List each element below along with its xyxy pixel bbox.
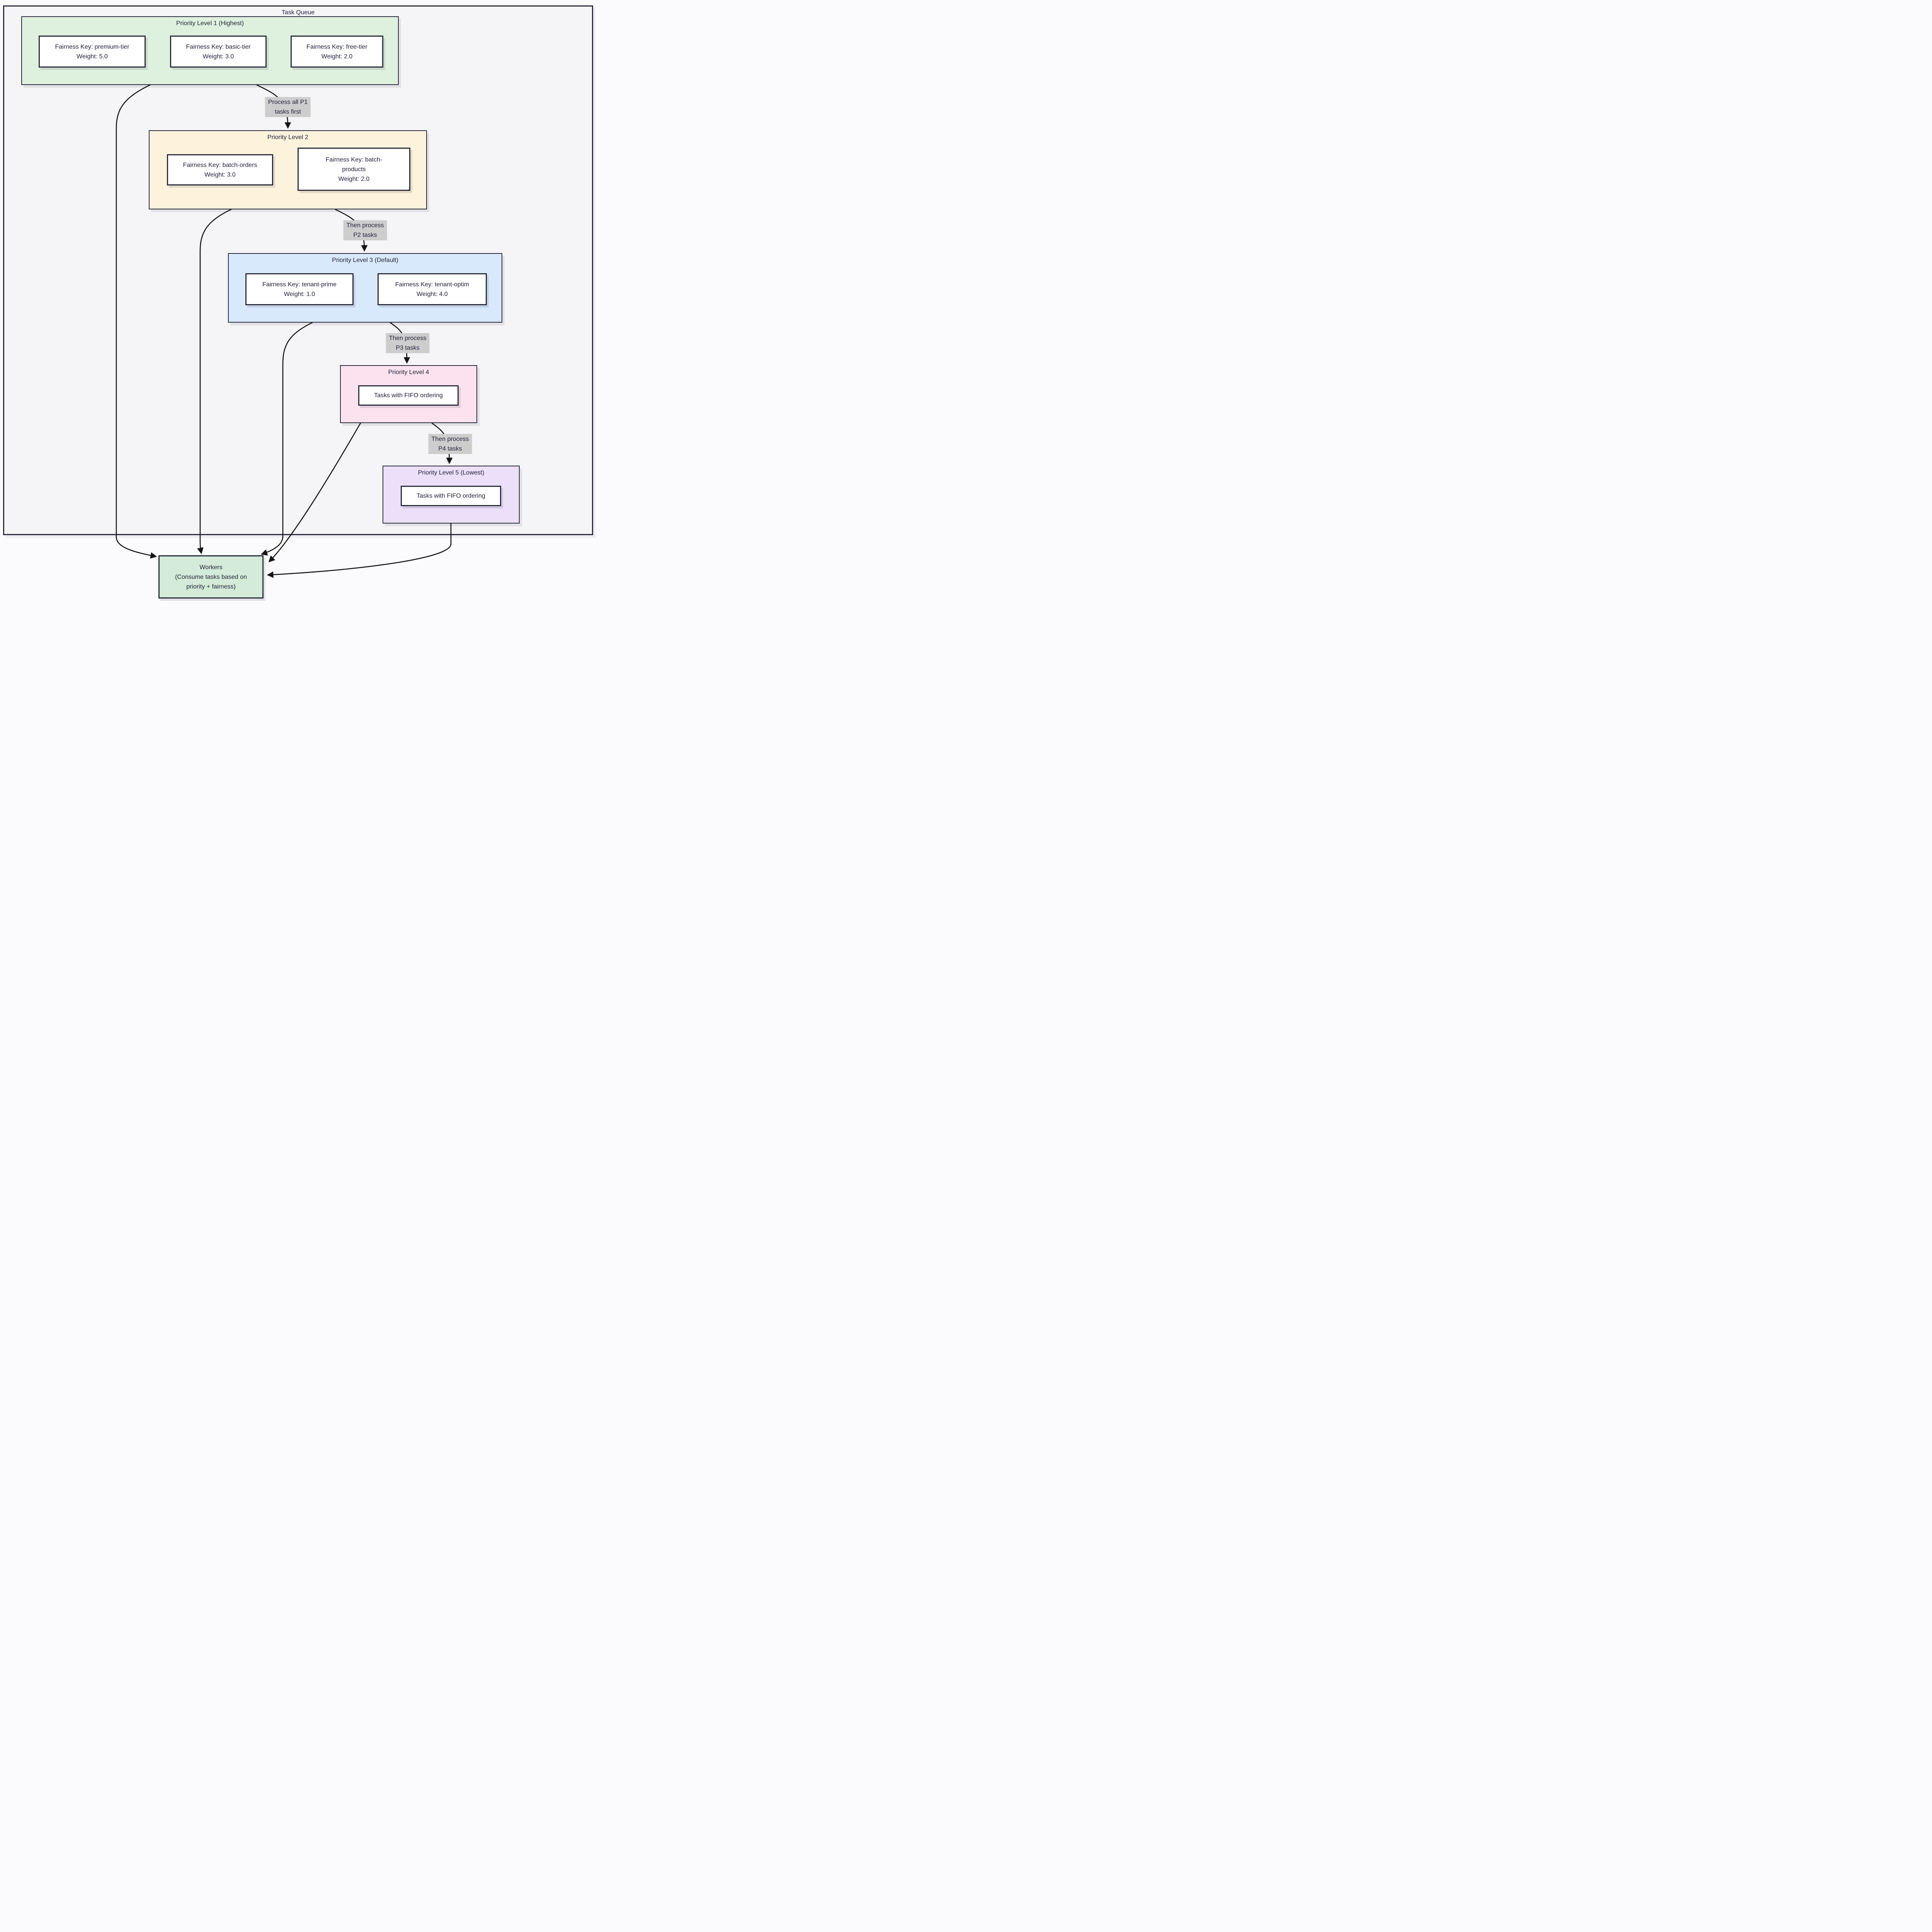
edge-label-line: Then process <box>346 222 384 229</box>
node-text-line: Weight: 2.0 <box>338 175 370 182</box>
cluster-priority-5-title: Priority Level 5 (Lowest) <box>418 469 485 476</box>
node-text-line: Tasks with FIFO ordering <box>417 493 485 499</box>
flowchart-canvas: Task Queue Priority Level 1 (Highest) Fa… <box>0 0 596 601</box>
node-text-line: Tasks with FIFO ordering <box>374 392 443 399</box>
node-workers: Workers (Consume tasks based on priority… <box>158 555 264 599</box>
task-queue-title: Task Queue <box>281 9 315 16</box>
node-free-tier: Fairness Key: free-tier Weight: 2.0 <box>291 36 383 68</box>
node-text-line: Weight: 1.0 <box>284 291 315 298</box>
node-text-line: Weight: 3.0 <box>204 171 236 178</box>
node-text-line: Fairness Key: premium-tier <box>55 43 129 50</box>
edge-label-line: Then process <box>389 335 427 342</box>
edge-label-line: P2 tasks <box>353 232 377 238</box>
cluster-priority-1: Priority Level 1 (Highest) Fairness Key:… <box>21 16 399 85</box>
node-batch-products: Fairness Key: batch- products Weight: 2.… <box>298 148 410 191</box>
node-text-line: Fairness Key: basic-tier <box>186 43 251 50</box>
cluster-priority-2-title: Priority Level 2 <box>267 134 308 141</box>
node-text-line: Weight: 3.0 <box>202 53 234 60</box>
node-basic-tier: Fairness Key: basic-tier Weight: 3.0 <box>170 36 267 68</box>
node-tenant-prime: Fairness Key: tenant-prime Weight: 1.0 <box>245 273 354 305</box>
node-text-line: products <box>342 166 366 173</box>
node-text-line: Weight: 2.0 <box>321 53 353 60</box>
edge-label-p2-p3: Then process P2 tasks <box>343 220 387 240</box>
node-premium-tier: Fairness Key: premium-tier Weight: 5.0 <box>39 36 146 68</box>
edge-label-line: P3 tasks <box>396 345 420 351</box>
cluster-priority-3: Priority Level 3 (Default) Fairness Key:… <box>228 253 502 323</box>
node-tenant-optim: Fairness Key: tenant-optim Weight: 4.0 <box>378 273 487 305</box>
cluster-priority-1-title: Priority Level 1 (Highest) <box>176 20 244 27</box>
cluster-priority-3-title: Priority Level 3 (Default) <box>332 257 398 264</box>
cluster-priority-2: Priority Level 2 Fairness Key: batch-ord… <box>149 130 427 209</box>
node-text-line: Weight: 4.0 <box>417 291 448 298</box>
node-text-line: Fairness Key: tenant-prime <box>262 281 337 288</box>
cluster-priority-4: Priority Level 4 Tasks with FIFO orderin… <box>340 365 477 423</box>
node-text-line: Weight: 5.0 <box>77 53 108 60</box>
cluster-priority-5: Priority Level 5 (Lowest) Tasks with FIF… <box>383 466 520 524</box>
edge-label-line: tasks first <box>275 109 301 115</box>
cluster-priority-4-title: Priority Level 4 <box>388 369 429 376</box>
edge-label-line: P4 tasks <box>438 446 462 452</box>
node-fifo-p4: Tasks with FIFO ordering <box>358 385 459 406</box>
node-text-line: Fairness Key: tenant-optim <box>395 281 469 288</box>
node-batch-orders: Fairness Key: batch-orders Weight: 3.0 <box>167 154 273 185</box>
node-text-line: Fairness Key: free-tier <box>306 43 367 50</box>
edge-label-line: Then process <box>431 436 469 442</box>
node-text-line: priority + fairness) <box>186 583 236 590</box>
node-text-line: Workers <box>199 564 223 571</box>
edge-label-p4-p5: Then process P4 tasks <box>428 434 472 454</box>
node-text-line: Fairness Key: batch-orders <box>183 162 257 168</box>
edge-label-p3-p4: Then process P3 tasks <box>386 333 430 353</box>
node-text-line: (Consume tasks based on <box>175 573 247 580</box>
node-fifo-p5: Tasks with FIFO ordering <box>401 486 501 506</box>
node-text-line: Fairness Key: batch- <box>325 156 383 163</box>
edge-label-p1-p2: Process all P1 tasks first <box>265 97 311 117</box>
edge-label-line: Process all P1 <box>268 99 308 105</box>
